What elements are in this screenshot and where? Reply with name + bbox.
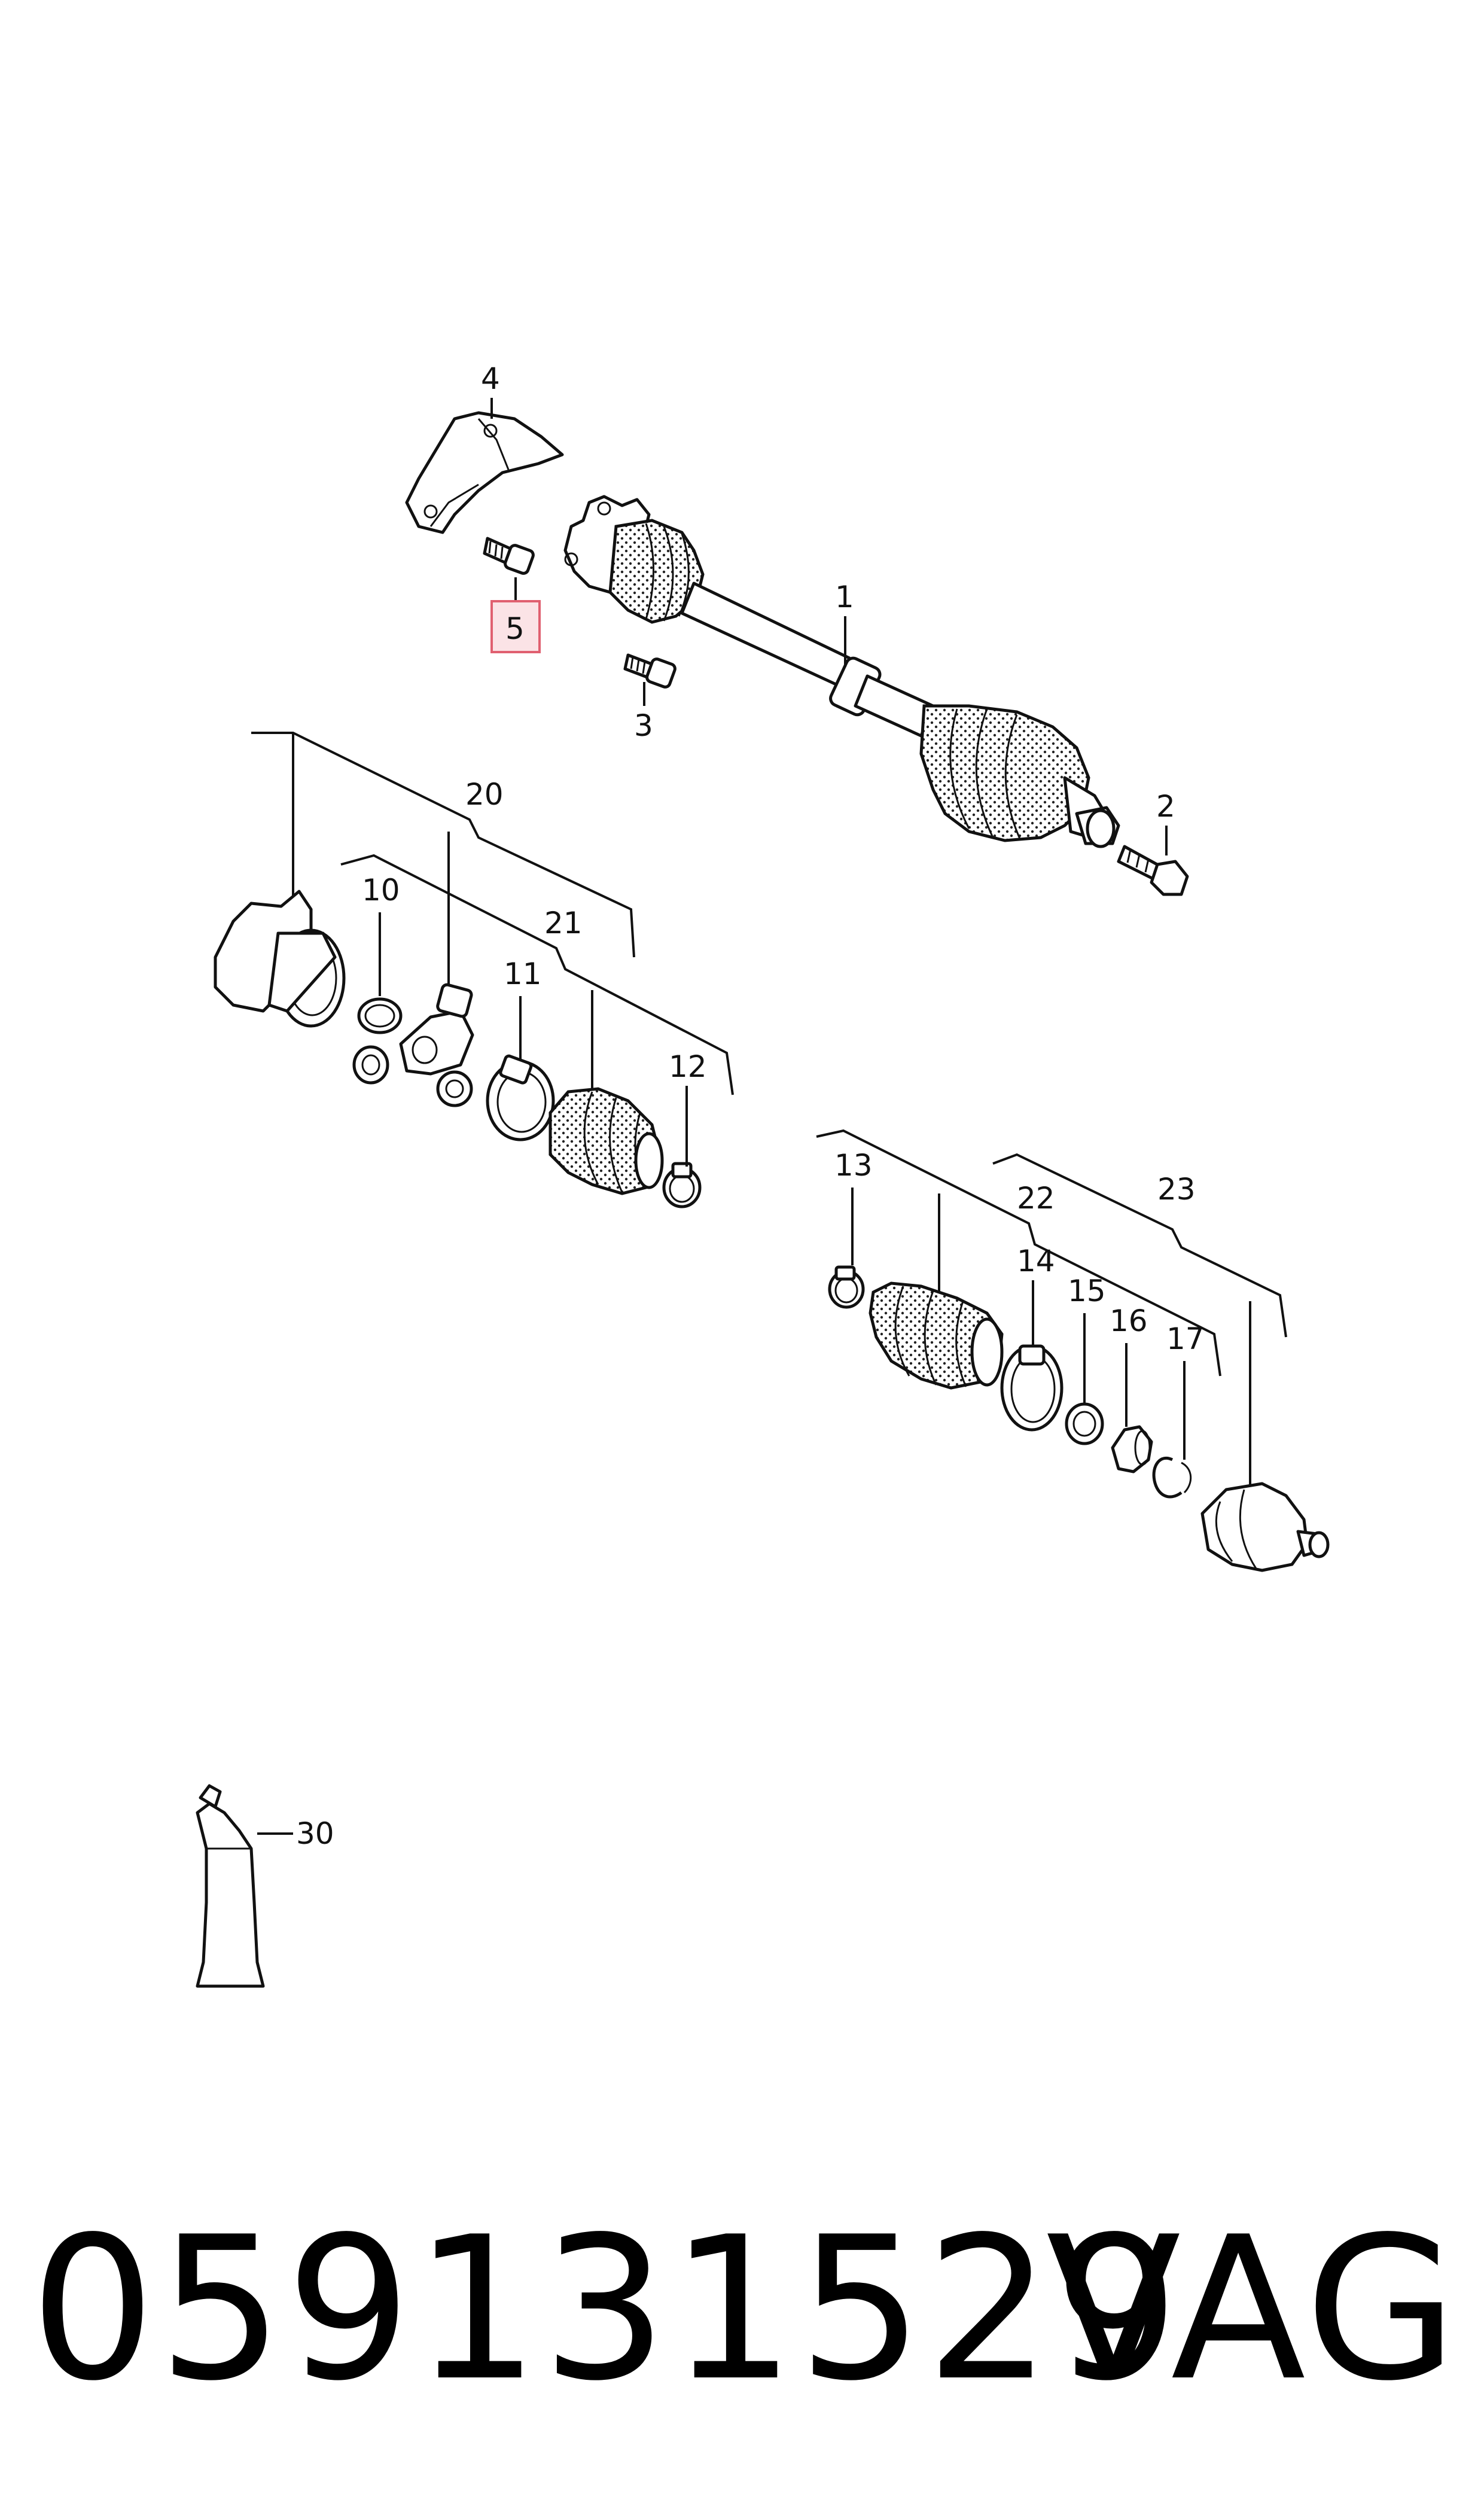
boot-part-22[interactable] — [869, 1281, 1004, 1390]
bolt-part-3[interactable] — [623, 653, 677, 689]
joint-housing-part[interactable] — [214, 890, 346, 1028]
circlip-part-10[interactable] — [357, 997, 403, 1034]
group-20-bracket — [251, 732, 635, 993]
drive-shaft-part[interactable] — [563, 495, 1120, 848]
bolt-part-5[interactable] — [483, 537, 535, 575]
label-11: 11 — [504, 957, 542, 991]
label-16: 16 — [1110, 1304, 1148, 1338]
group-21-bracket — [340, 854, 734, 1095]
outer-joint-part-23[interactable] — [1200, 1482, 1330, 1572]
label-10: 10 — [362, 873, 400, 908]
clamp-part-14[interactable] — [1000, 1344, 1064, 1432]
label-30: 30 — [296, 1816, 334, 1851]
label-13: 13 — [834, 1148, 873, 1183]
circlip-part-17[interactable] — [1152, 1457, 1192, 1499]
footer: 059131529 VAG — [0, 2190, 1484, 2441]
label-17: 17 — [1166, 1322, 1205, 1356]
label-2: 2 — [1156, 789, 1175, 824]
exploded-diagram: 4 5 3 1 — [196, 361, 1330, 1988]
grease-tube-part[interactable] — [196, 1784, 265, 1988]
part-number: 059131529 — [30, 2194, 1182, 2424]
clamp-part-12[interactable] — [662, 1162, 702, 1208]
label-21: 21 — [544, 906, 583, 940]
label-12: 12 — [669, 1049, 707, 1084]
highlight-box — [490, 600, 541, 653]
label-20: 20 — [465, 777, 504, 812]
label-23: 23 — [1157, 1172, 1196, 1207]
label-22: 22 — [1017, 1181, 1055, 1216]
heat-shield-part[interactable] — [405, 411, 564, 534]
bolt-part-2[interactable] — [1117, 845, 1189, 896]
label-1: 1 — [835, 580, 854, 614]
cap-part-16[interactable] — [1111, 1425, 1153, 1473]
clamp-part-11[interactable] — [486, 1054, 555, 1141]
ring-part-15[interactable] — [1065, 1402, 1104, 1445]
label-14: 14 — [1017, 1244, 1055, 1278]
label-15: 15 — [1068, 1274, 1106, 1308]
label-3: 3 — [634, 708, 653, 743]
label-4: 4 — [481, 361, 500, 396]
tripod-spider-part[interactable] — [352, 983, 474, 1107]
boot-part-21[interactable] — [548, 1087, 664, 1195]
clamp-part-13[interactable] — [828, 1265, 865, 1309]
label-5: 5 — [505, 611, 525, 646]
brand-name: VAG — [1046, 2194, 1460, 2424]
group-23-bracket — [992, 1153, 1287, 1502]
